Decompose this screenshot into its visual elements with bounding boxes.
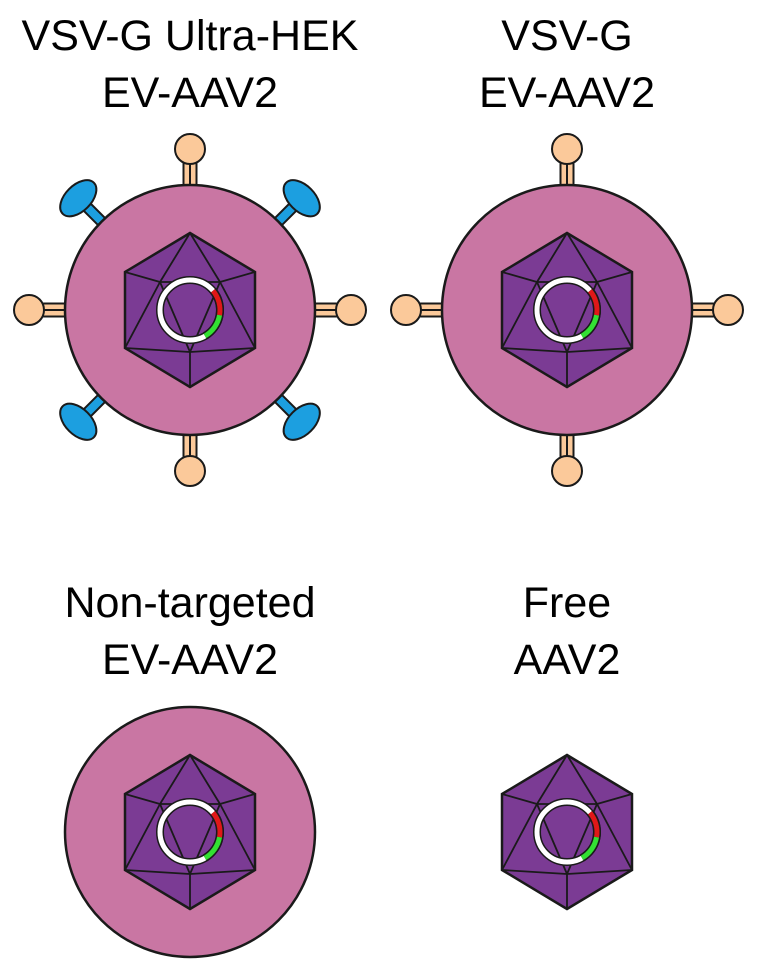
aav2-capsid-icon: [502, 755, 632, 909]
panel-vsvg-ultra-hek: VSV-G Ultra-HEK EV-AAV2: [13, 12, 367, 487]
panel-1-title-line1: VSV-G Ultra-HEK: [22, 12, 359, 60]
panel-4-title-line2: AAV2: [514, 636, 621, 684]
panel-2-title-line2: EV-AAV2: [479, 69, 655, 117]
panel-2-title-line1: VSV-G: [501, 12, 632, 60]
panel-vsvg: VSV-G EV-AAV2: [390, 12, 744, 487]
panel-3-title-line2: EV-AAV2: [102, 636, 278, 684]
panel-1-title-line2: EV-AAV2: [102, 69, 278, 117]
panel-non-targeted: Non-targeted EV-AAV2: [63, 579, 317, 959]
panel-4-title-line1: Free: [523, 579, 611, 627]
panel-3-title-line1: Non-targeted: [65, 579, 316, 627]
panel-free-aav2: Free AAV2: [502, 579, 632, 909]
